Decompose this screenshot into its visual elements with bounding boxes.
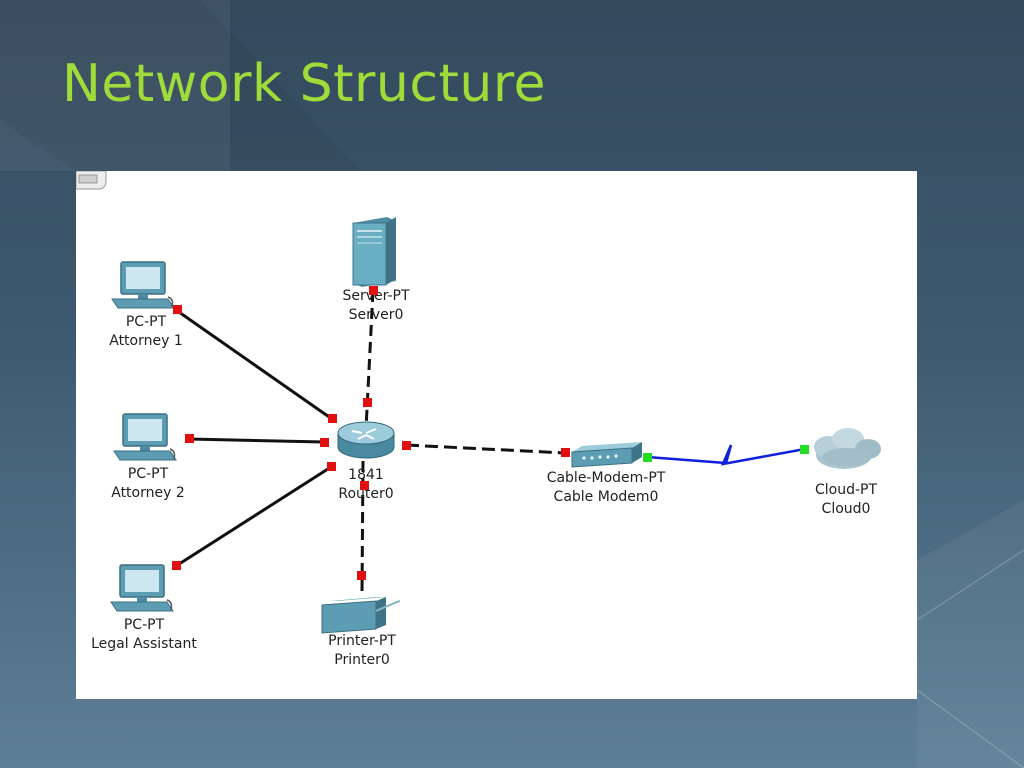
link-light-router-pc1	[328, 414, 337, 423]
link-light-pc1	[173, 305, 182, 314]
pc-legal-assistant-device[interactable]	[110, 564, 174, 612]
link-light-router-pc2	[320, 438, 329, 447]
cloud-device[interactable]	[814, 428, 881, 469]
slide-title: Network Structure	[62, 54, 547, 114]
pc-attorney1-type-label: PC-PT	[126, 314, 167, 330]
link-light-router-pc3	[327, 462, 336, 471]
link-modem-cloud[interactable]	[646, 444, 806, 466]
background-facet	[0, 0, 230, 171]
link-light-router-printer	[360, 481, 369, 490]
link-pc1-router[interactable]	[175, 308, 333, 421]
background-line	[916, 549, 1024, 621]
server-device[interactable]	[352, 217, 396, 287]
links	[175, 290, 806, 594]
router-type-label: 1841	[348, 467, 384, 483]
link-light-router-server	[363, 398, 372, 407]
link-light-router-modem	[402, 441, 411, 450]
link-light-modem-cloud	[643, 453, 652, 462]
link-light-pc2	[185, 434, 194, 443]
printer-name-label: Printer0	[334, 652, 389, 668]
link-server-router[interactable]	[364, 290, 375, 430]
pc-attorney1-device[interactable]	[111, 261, 175, 309]
pc-legal-assistant-type-label: PC-PT	[124, 617, 165, 633]
cable-modem-name-label: Cable Modem0	[554, 489, 659, 505]
pc-attorney2-name-label: Attorney 2	[111, 485, 185, 501]
link-light-printer	[357, 571, 366, 580]
link-pc2-router[interactable]	[188, 437, 325, 444]
router-name-label: Router0	[338, 486, 393, 502]
link-light-cloud	[800, 445, 809, 454]
pc-attorney1-name-label: Attorney 1	[109, 333, 183, 349]
link-light-pc3	[172, 561, 181, 570]
server-name-label: Server0	[349, 307, 404, 323]
link-router-modem[interactable]	[405, 443, 566, 455]
printer-device[interactable]	[321, 597, 401, 634]
router-device[interactable]	[337, 421, 395, 459]
printer-type-label: Printer-PT	[328, 633, 396, 649]
pc-attorney2-type-label: PC-PT	[128, 466, 169, 482]
network-diagram: Server-PT Server0 PC-PT Attorney 1 PC-PT…	[76, 171, 917, 699]
cloud-type-label: Cloud-PT	[815, 482, 877, 498]
link-pc3-router[interactable]	[175, 465, 332, 568]
cloud-name-label: Cloud0	[822, 501, 871, 517]
pc-legal-assistant-name-label: Legal Assistant	[91, 636, 197, 652]
link-status-lights	[172, 286, 809, 580]
background-facet	[917, 500, 1024, 768]
background-line	[916, 689, 1024, 768]
cable-modem-device[interactable]	[571, 442, 642, 468]
link-light-server	[369, 286, 378, 295]
workspace-corner-widget[interactable]	[76, 171, 107, 190]
background-facet	[0, 0, 360, 171]
pc-attorney2-device[interactable]	[113, 413, 177, 461]
cable-modem-type-label: Cable-Modem-PT	[547, 470, 666, 486]
link-light-modem-router	[561, 448, 570, 457]
network-diagram-canvas: Server-PT Server0 PC-PT Attorney 1 PC-PT…	[76, 171, 881, 668]
server-type-label: Server-PT	[342, 288, 410, 304]
